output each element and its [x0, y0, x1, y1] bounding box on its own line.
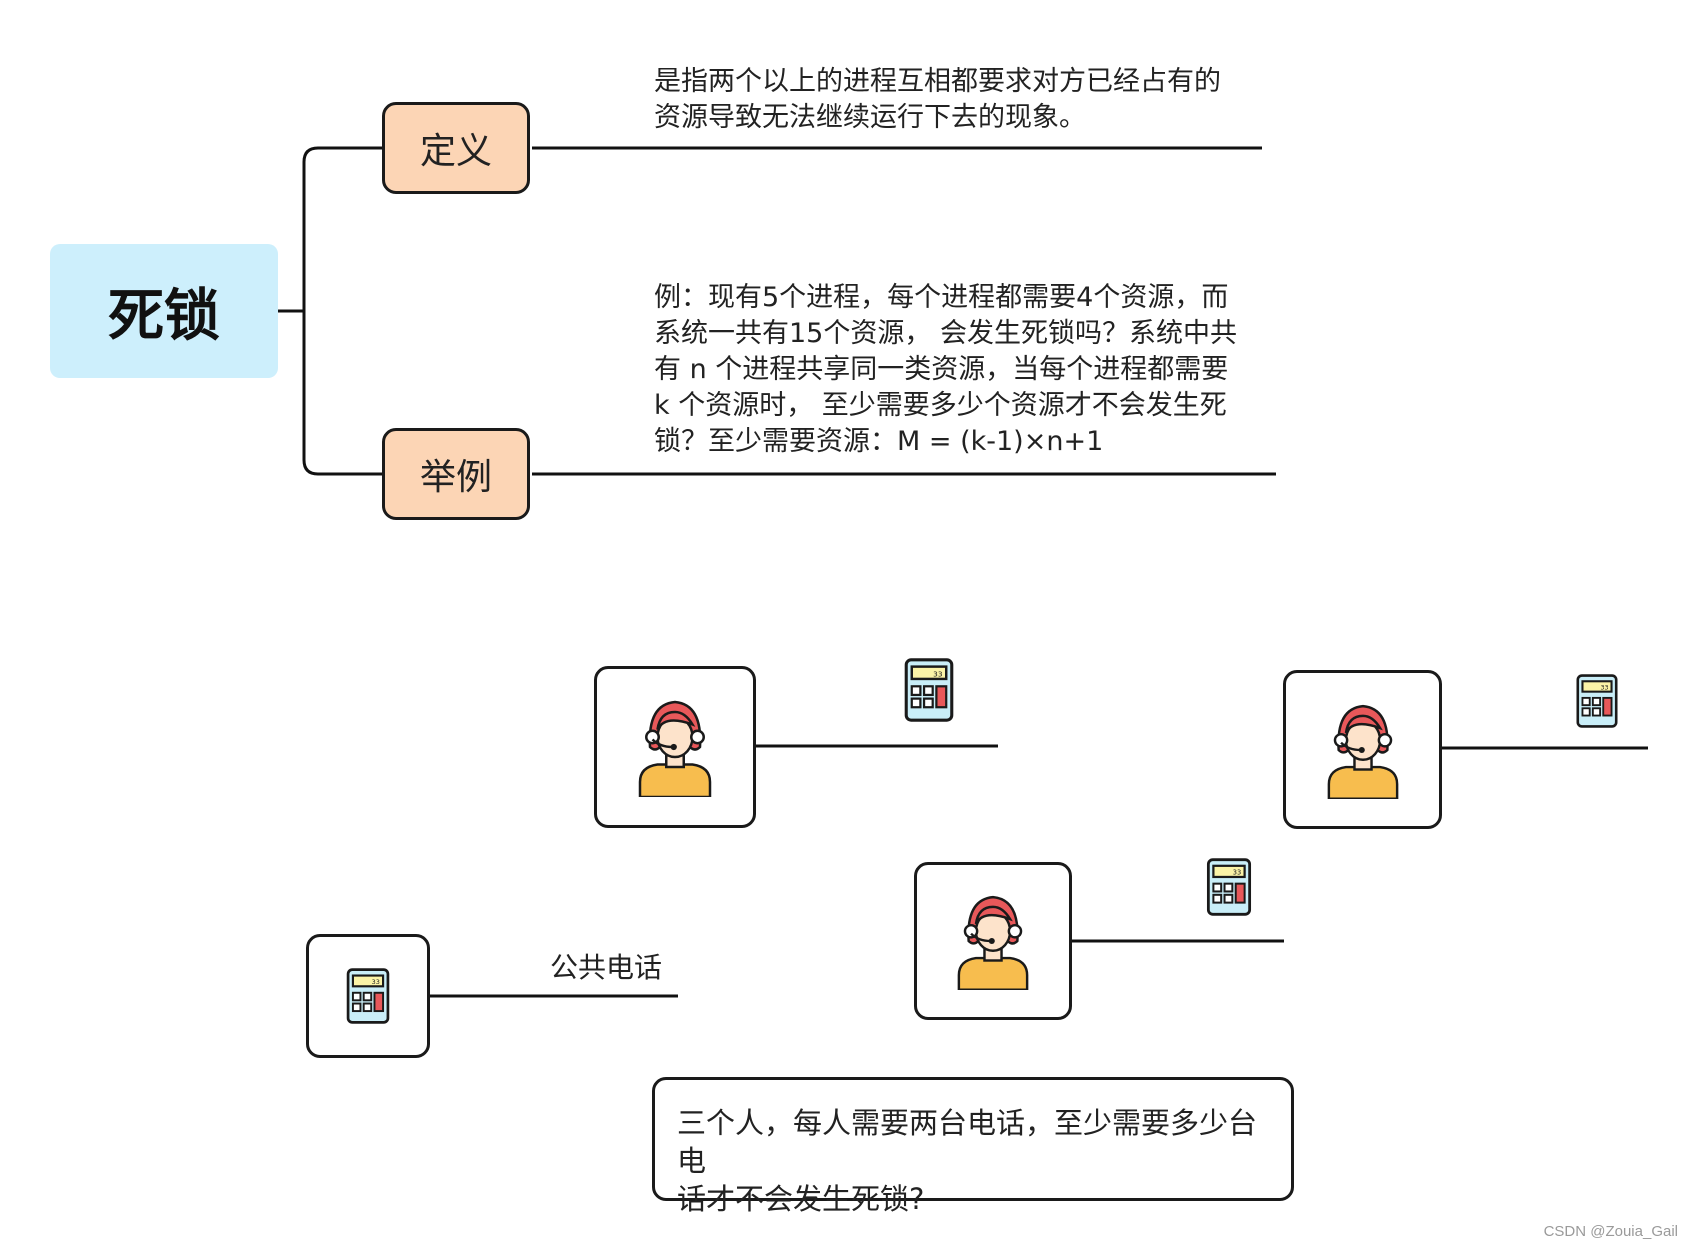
calculator-icon: 33 [904, 658, 954, 722]
definition-line: 资源导致无法继续运行下去的现象。 [654, 102, 1086, 133]
definition-line: 是指两个以上的进程互相都要求对方已经占有的 [654, 66, 1221, 97]
branch-example[interactable]: 举例 [382, 428, 530, 520]
example-line: k 个资源时， 至少需要多少个资源才不会发生死 [654, 390, 1227, 421]
root-node-deadlock[interactable]: 死锁 [50, 244, 278, 378]
example-line: 系统一共有15个资源， 会发生死锁吗？系统中共 [654, 318, 1237, 349]
bracket-line [302, 146, 382, 476]
example-line: 例：现有5个进程，每个进程都需要4个资源，而 [654, 282, 1229, 313]
calculator-icon: 33 [346, 968, 390, 1024]
person-headset-icon [638, 700, 712, 797]
public-phone-card: 33 [306, 934, 430, 1058]
calculator-display: 33 [1233, 869, 1242, 877]
person-headset-icon [1327, 704, 1398, 799]
person-card-3 [914, 862, 1072, 1020]
question-line: 三个人，每人需要两台电话，至少需要多少台电 [677, 1106, 1258, 1178]
example-text: 例：现有5个进程，每个进程都需要4个资源，而 系统一共有15个资源， 会发生死锁… [654, 280, 1237, 460]
branch-definition[interactable]: 定义 [382, 102, 530, 194]
calculator-display: 33 [933, 669, 943, 678]
person-card-2 [1283, 670, 1442, 829]
public-phone-label: 公共电话 [550, 951, 663, 984]
question-box: 三个人，每人需要两台电话，至少需要多少台电 话才不会发生死锁? [652, 1077, 1294, 1216]
calculator-display: 33 [1601, 685, 1609, 692]
question-line: 话才不会发生死锁? [677, 1182, 925, 1216]
person-headset-icon [957, 895, 1029, 990]
calculator-icon: 33 [1576, 674, 1618, 728]
calculator-icon: 33 [1206, 858, 1252, 916]
example-line: 有 n 个进程共享同一类资源，当每个进程都需要 [654, 354, 1229, 385]
definition-text: 是指两个以上的进程互相都要求对方已经占有的 资源导致无法继续运行下去的现象。 [654, 64, 1221, 136]
calculator-display: 33 [372, 978, 380, 986]
watermark: CSDN @Zouia_Gail [1543, 1223, 1678, 1240]
person-card-1 [594, 666, 756, 828]
example-line: 锁？至少需要资源：M = (k-1)×n+1 [654, 426, 1104, 457]
